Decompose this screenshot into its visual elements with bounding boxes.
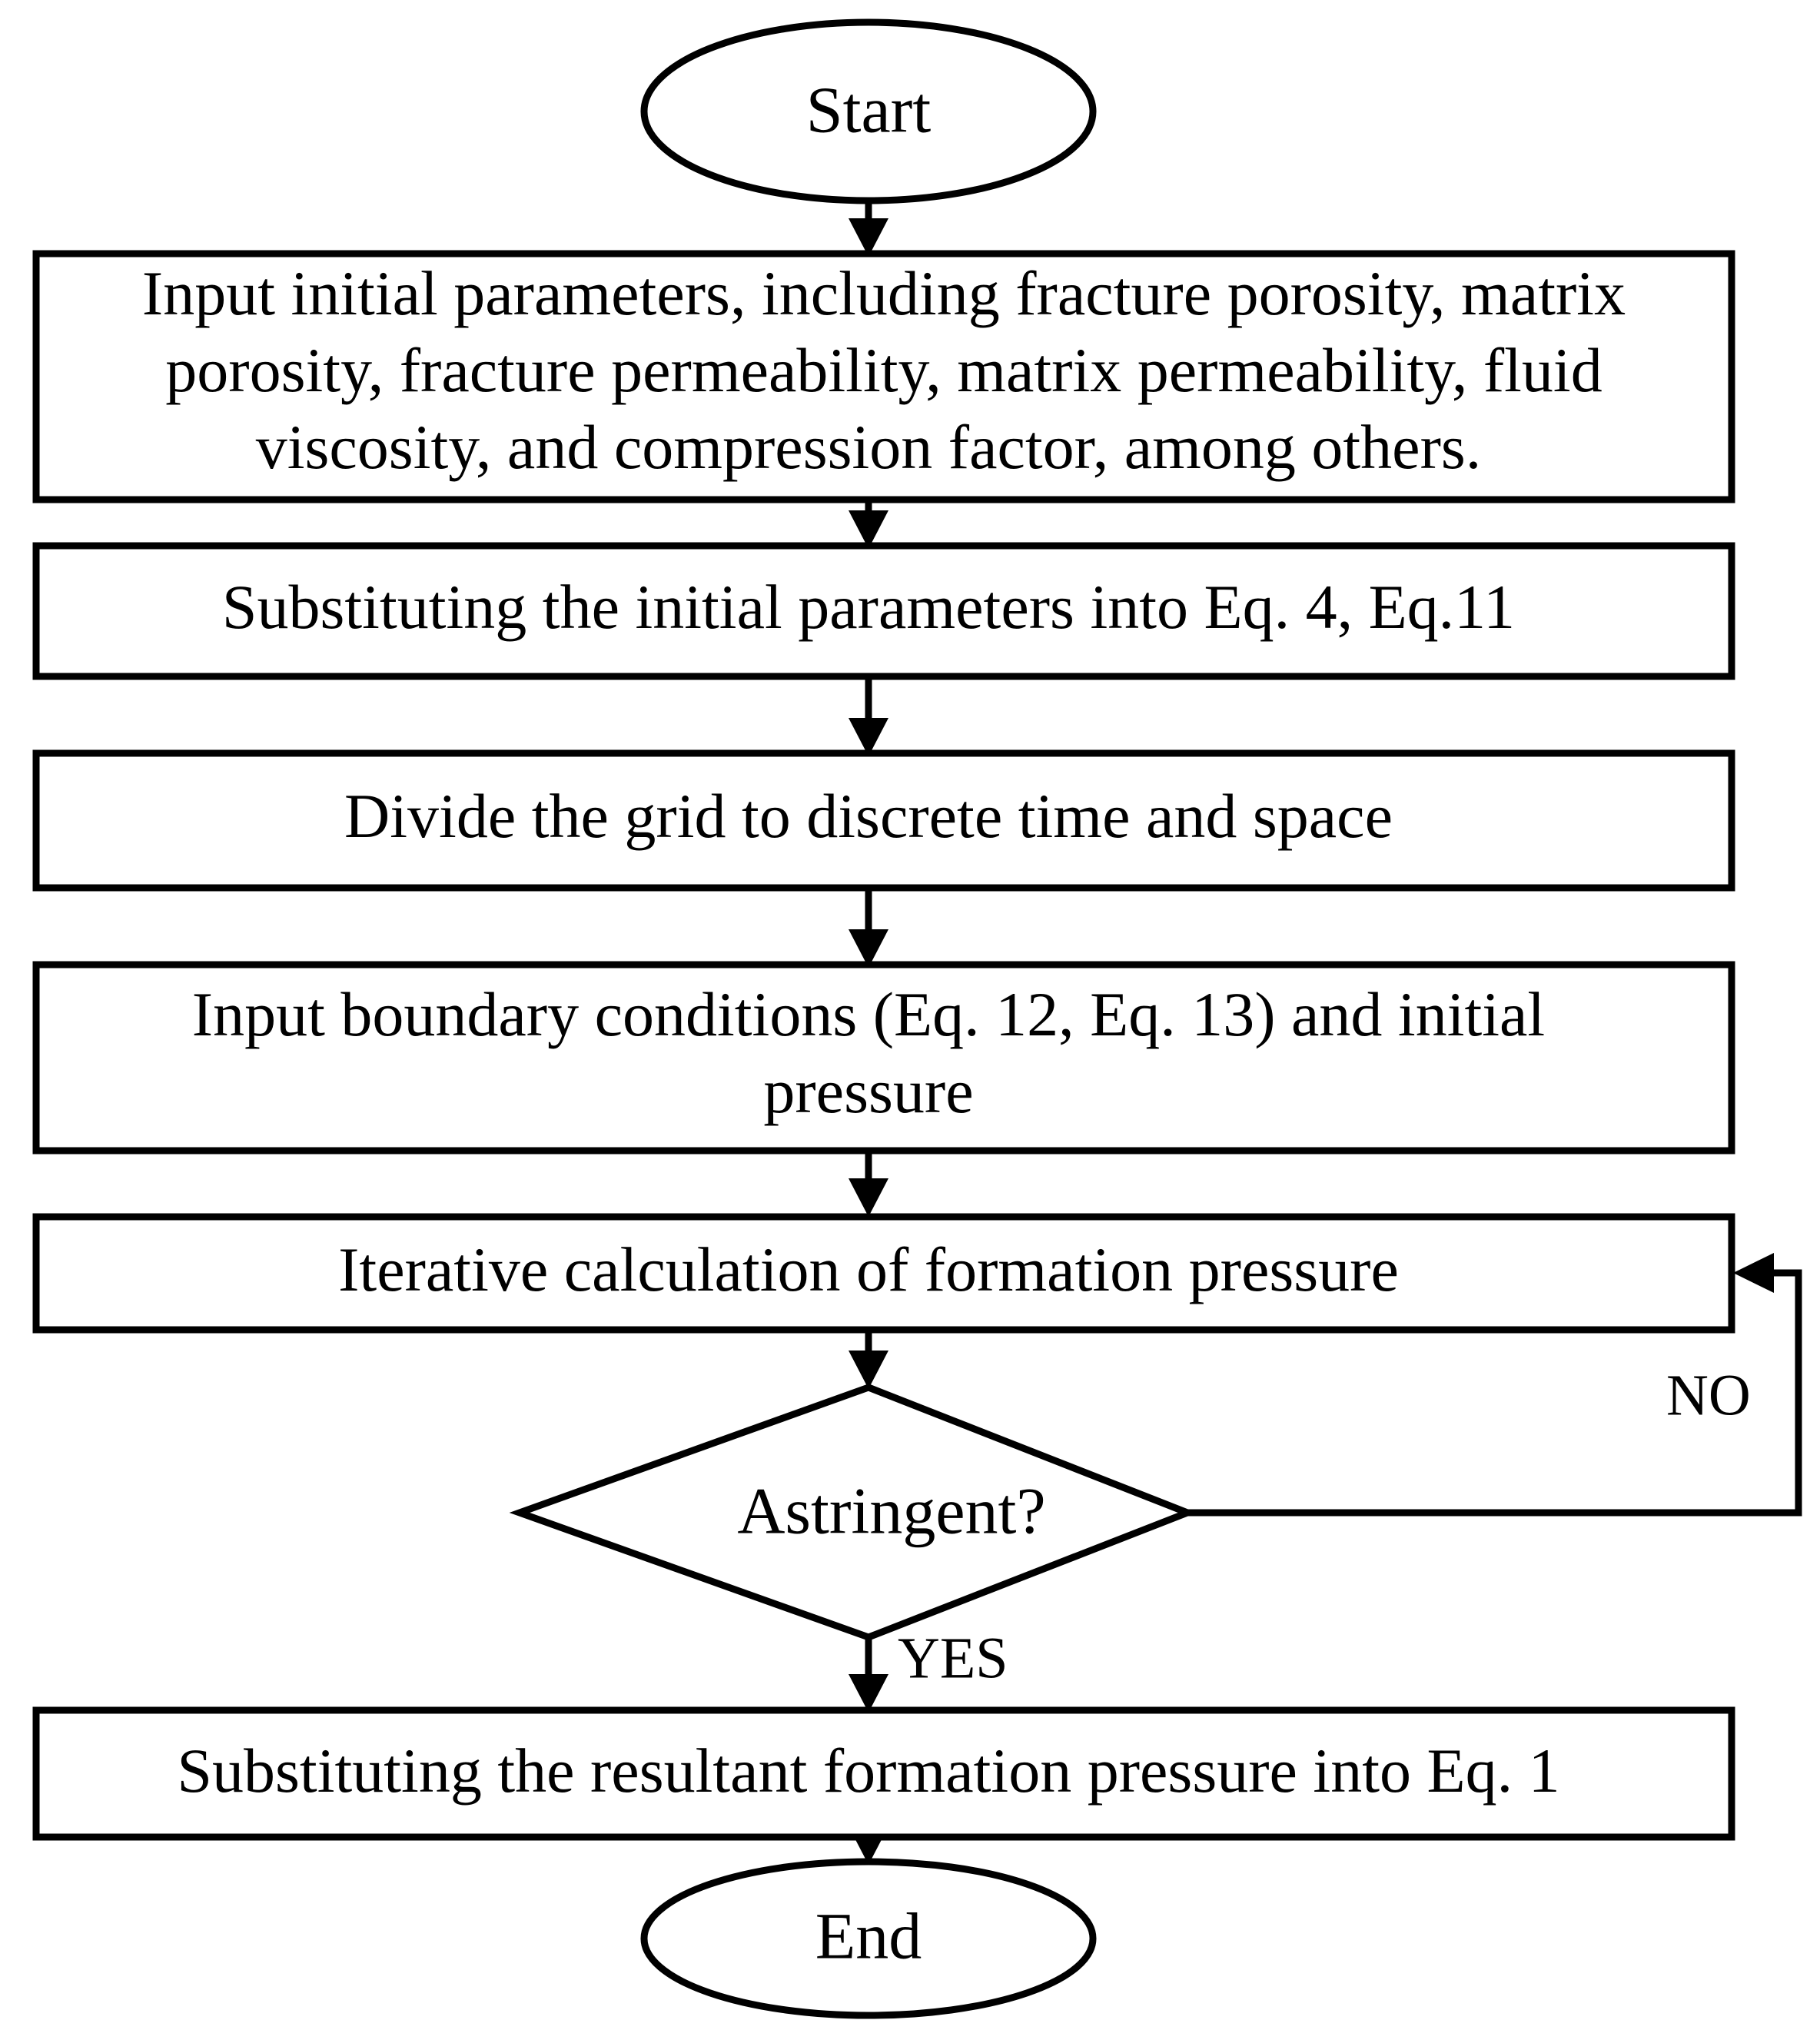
connector-decision-yes-to-step6 [849, 1637, 888, 1713]
node-start[interactable]: Start [640, 18, 1097, 204]
node-step1-line3: viscosity, and compression factor, among… [256, 412, 1482, 482]
connector-decision-no-loop [1187, 1253, 1802, 1517]
node-step2-label: Substituting the initial parameters into… [222, 572, 1515, 642]
connector-step5-to-decision [849, 1330, 888, 1389]
node-step1-line2: porosity, fracture permeability, matrix … [165, 335, 1602, 405]
node-end-label: End [815, 1899, 922, 1973]
node-step3[interactable]: Divide the grid to discrete time and spa… [32, 749, 1735, 892]
connector-step3-to-step4 [849, 888, 888, 968]
connector-step2-to-step3 [849, 676, 888, 756]
node-step4-line1: Input boundary conditions (Eq. 12, Eq. 1… [192, 979, 1545, 1049]
node-start-label: Start [806, 73, 932, 147]
edge-label-no: NO [1666, 1363, 1751, 1427]
node-step5-label: Iterative calculation of formation press… [338, 1234, 1399, 1304]
node-decision-label: Astringent? [737, 1474, 1045, 1548]
edge-label-yes: YES [898, 1626, 1008, 1690]
node-step4-line2: pressure [763, 1056, 973, 1126]
node-step4[interactable]: Input boundary conditions (Eq. 12, Eq. 1… [32, 961, 1735, 1155]
node-step5[interactable]: Iterative calculation of formation press… [32, 1213, 1735, 1334]
node-decision[interactable]: Astringent? [509, 1384, 1197, 1641]
connector-step4-to-step5 [849, 1151, 888, 1217]
node-step3-label: Divide the grid to discrete time and spa… [344, 781, 1393, 851]
node-end[interactable]: End [640, 1858, 1097, 2019]
node-step6[interactable]: Substituting the resultant formation pre… [32, 1706, 1735, 1841]
node-step2[interactable]: Substituting the initial parameters into… [32, 542, 1735, 680]
node-step1-line1: Input initial parameters, including frac… [142, 258, 1626, 328]
connector-step1-to-step2 [849, 500, 888, 549]
node-step6-label: Substituting the resultant formation pre… [177, 1736, 1559, 1806]
connector-start-to-step1 [849, 200, 888, 257]
node-step1[interactable]: Input initial parameters, including frac… [32, 250, 1735, 503]
